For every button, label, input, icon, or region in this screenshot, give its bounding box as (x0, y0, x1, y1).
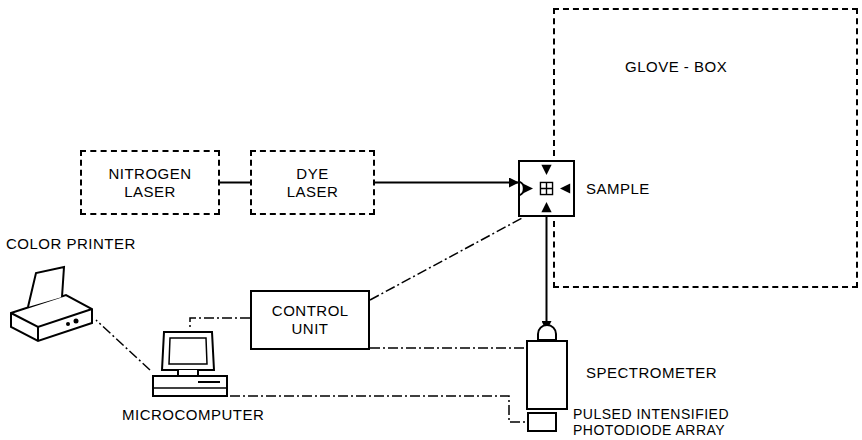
printer: COLOR PRINTER (6, 265, 96, 345)
microcomputer: MICROCOMPUTER (150, 330, 230, 400)
beam-line (375, 182, 518, 184)
laser-box: DYE LASER (250, 150, 375, 215)
computer-icon (150, 330, 230, 400)
node-label: GLOVE - BOX (625, 58, 727, 76)
node-label: PULSED INTENSIFIED PHOTODIODE ARRAY (573, 406, 748, 438)
sample-cell-icon (520, 162, 573, 215)
node-label: NITROGEN LASER (102, 165, 198, 201)
beam-line (546, 217, 548, 330)
node-label: SAMPLE (586, 180, 650, 198)
signal-line (370, 217, 524, 300)
signal-line (190, 318, 250, 330)
sample-cell: SAMPLE (518, 160, 575, 217)
signal-line (370, 347, 526, 349)
beam-line (220, 182, 250, 184)
signal-line (96, 320, 150, 370)
node-label: SPECTROMETER (586, 364, 717, 382)
node-label: MICROCOMPUTER (122, 406, 264, 424)
node-label: COLOR PRINTER (6, 235, 136, 253)
node-label: CONTROL UNIT (272, 302, 348, 338)
control-box: CONTROL UNIT (250, 290, 370, 350)
photodiode-array-box: PULSED INTENSIFIED PHOTODIODE ARRAY (527, 412, 557, 432)
laser-box: NITROGEN LASER (80, 150, 220, 215)
printer-icon (6, 265, 96, 345)
entrance-lens (538, 325, 556, 340)
signal-line (230, 396, 527, 422)
spectrometer-box: SPECTROMETER (526, 340, 568, 410)
node-label: DYE LASER (282, 165, 343, 201)
glove-box: GLOVE - BOX (553, 8, 858, 288)
